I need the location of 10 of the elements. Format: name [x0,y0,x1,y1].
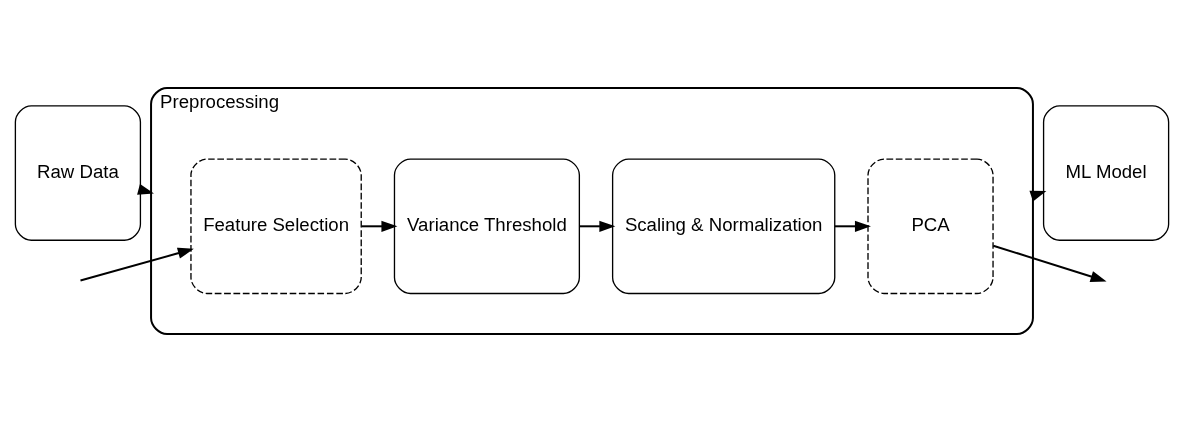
arrow [578,220,616,232]
node-box: Variance Threshold [393,158,581,295]
arrow [992,244,1107,282]
node-box: ML Model [1042,105,1170,241]
arrow [79,247,194,282]
arrow [360,220,398,232]
node-box: Scaling & Normalization [611,158,836,295]
arrow [833,220,871,232]
node-box: PCA [867,158,994,295]
node-box: Feature Selection [190,158,362,295]
